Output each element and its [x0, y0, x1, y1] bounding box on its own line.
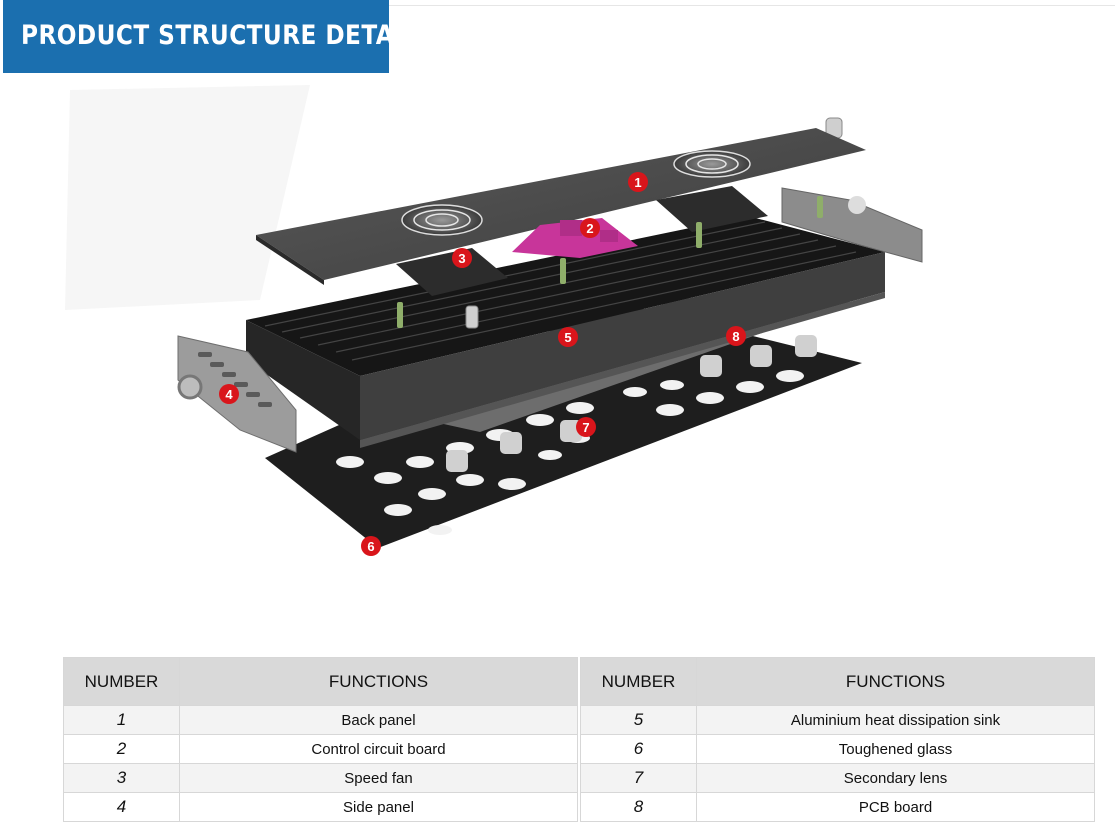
svg-text:6: 6: [367, 539, 374, 554]
callout-badge-2: 2: [580, 218, 600, 238]
back-panel: [256, 128, 866, 285]
column-gap: [577, 657, 581, 706]
left-function: Speed fan: [179, 763, 578, 793]
header-functions-right: FUNCTIONS: [696, 657, 1095, 706]
exploded-product-diagram: 1 2 3 4 5 6 7 8: [65, 85, 923, 556]
left-function: Control circuit board: [179, 734, 578, 764]
right-function: PCB board: [696, 792, 1095, 822]
header-number-left: NUMBER: [63, 657, 180, 706]
header-functions-left: FUNCTIONS: [179, 657, 578, 706]
left-number: 4: [63, 792, 180, 822]
left-function: Back panel: [179, 705, 578, 735]
svg-text:4: 4: [225, 387, 233, 402]
right-function: Aluminium heat dissipation sink: [696, 705, 1095, 735]
speed-fan: [396, 248, 508, 296]
svg-text:8: 8: [732, 329, 739, 344]
aluminium-heat-sink: [246, 216, 885, 448]
callout-badge-7: 7: [576, 417, 596, 437]
callout-badge-3: 3: [452, 248, 472, 268]
column-gap: [577, 763, 581, 793]
left-number: 3: [63, 763, 180, 793]
page-title: PRODUCT STRUCTURE DETAIL: [21, 20, 419, 51]
speed-fan: [656, 186, 768, 232]
right-function: Toughened glass: [696, 734, 1095, 764]
header-number-right: NUMBER: [580, 657, 697, 706]
callout-badge-5: 5: [558, 327, 578, 347]
table-row: 4 Side panel 8 PCB board: [63, 792, 1095, 822]
callout-badge-6: 6: [361, 536, 381, 556]
right-number: 5: [580, 705, 697, 735]
right-number: 7: [580, 763, 697, 793]
callout-badge-4: 4: [219, 384, 239, 404]
column-gap: [577, 734, 581, 764]
table-row: 1 Back panel 5 Aluminium heat dissipatio…: [63, 705, 1095, 735]
control-circuit-board: [512, 218, 638, 258]
specification-table: NUMBER FUNCTIONS NUMBER FUNCTIONS 1 Back…: [63, 657, 1095, 822]
left-number: 1: [63, 705, 180, 735]
svg-text:1: 1: [634, 175, 641, 190]
svg-text:2: 2: [586, 221, 593, 236]
right-function: Secondary lens: [696, 763, 1095, 793]
callout-badge-1: 1: [628, 172, 648, 192]
table-row: 3 Speed fan 7 Secondary lens: [63, 763, 1095, 793]
column-gap: [577, 705, 581, 735]
title-banner: PRODUCT STRUCTURE DETAIL: [3, 0, 418, 73]
callout-badge-8: 8: [726, 326, 746, 346]
left-number: 2: [63, 734, 180, 764]
svg-text:3: 3: [458, 251, 465, 266]
svg-text:7: 7: [582, 420, 589, 435]
right-number: 6: [580, 734, 697, 764]
right-number: 8: [580, 792, 697, 822]
table-row: 2 Control circuit board 6 Toughened glas…: [63, 734, 1095, 764]
left-function: Side panel: [179, 792, 578, 822]
table-header-row: NUMBER FUNCTIONS NUMBER FUNCTIONS: [63, 657, 1095, 706]
header-divider: [389, 5, 1115, 6]
toughened-glass-plate: [265, 302, 862, 548]
svg-text:5: 5: [564, 330, 571, 345]
column-gap: [577, 792, 581, 822]
